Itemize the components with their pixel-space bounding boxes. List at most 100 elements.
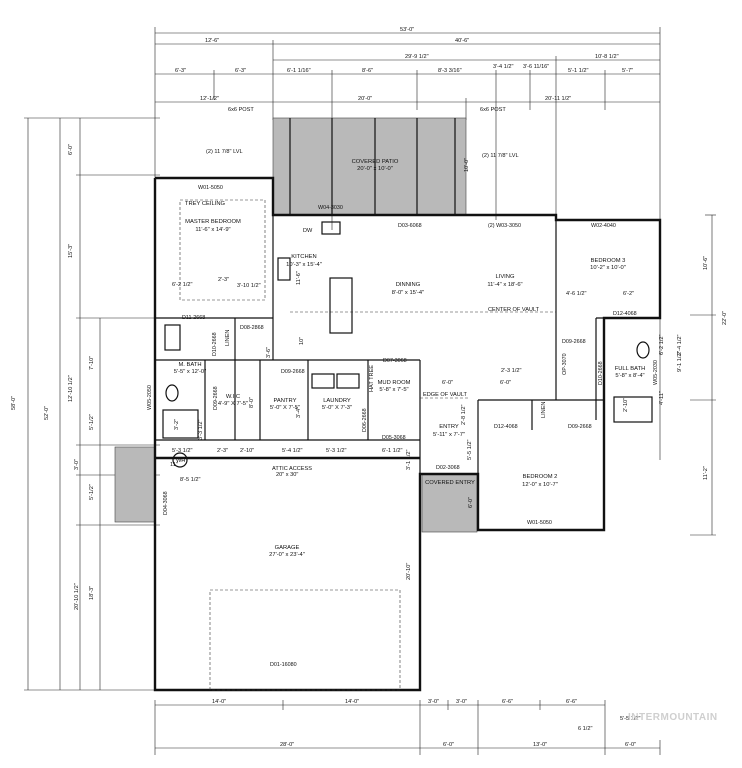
dim-inner-f: 10" — [299, 337, 305, 345]
dim-top-row2-a: 29'-9 1/2" — [405, 54, 429, 60]
dim-left-seg-5: 3'-0" — [74, 459, 80, 470]
dim-top-row3-2: 6'-1 1/16" — [287, 68, 311, 74]
dim-inner-u: 20'-10" — [406, 563, 412, 580]
dim-bottom-row1-2: 3'-0" — [428, 699, 439, 705]
dim-inner-y: 6'-0" — [468, 497, 474, 508]
dim-right-seg-1: 22'-0" — [722, 311, 728, 325]
dim-left-seg-8: 18'-3" — [89, 586, 95, 600]
right-dimensions: 10'-6" 22'-0" 9'-1 1/2" 11'-2" 2'-4 1/2"… — [578, 214, 728, 732]
label-dw: DW — [303, 228, 313, 234]
dim-inner-r: 6'-1 1/2" — [382, 448, 402, 454]
room-bedroom3-name: BEDROOM 3 — [591, 258, 626, 264]
room-mudroom-size: 5'-8" x 7'-5" — [379, 387, 408, 393]
door-d10: D10-2668 — [212, 332, 218, 356]
dim-inner-ab: 11" — [170, 462, 178, 468]
room-labels: COVERED PATIO 20'-0" x 10'-0" TREY CEILI… — [174, 159, 646, 558]
dim-top-row2-b: 10'-8 1/2" — [595, 54, 619, 60]
room-laundry-size: 5'-0" X 7'-3" — [322, 405, 352, 411]
dim-inner-a: 6'-2 1/2" — [172, 282, 192, 288]
room-covered-entry-name: COVERED ENTRY — [425, 480, 475, 486]
door-w01-master: W01-5050 — [198, 185, 223, 191]
dim-top-row1-b: 40'-6" — [455, 38, 469, 44]
dim-bottom-row1-5: 6'-6" — [566, 699, 577, 705]
dim-left-overall: 58'-0" — [11, 396, 17, 410]
label-center-vault: CENTER OF VAULT — [488, 307, 540, 313]
door-w04: W04-3030 — [318, 205, 343, 211]
dim-top-row3-3: 8'-6" — [362, 68, 373, 74]
door-d06: D06-2668 — [362, 408, 368, 432]
dim-right-seg-3: 11'-2" — [703, 466, 709, 480]
dim-left-seg-2: 12'-10 1/2" — [68, 375, 74, 402]
dryer-icon — [336, 373, 360, 389]
door-w03: (2) W03-3050 — [488, 223, 521, 229]
dim-left-seg-7: 20'-10 1/2" — [74, 583, 80, 610]
dim-right-seg-0: 10'-6" — [703, 256, 709, 270]
dim-bottom-row1-1: 14'-0" — [345, 699, 359, 705]
dim-inner-w: 2'-10" — [623, 398, 629, 412]
door-w02: W02-4040 — [591, 223, 616, 229]
garage-door-swing — [209, 589, 401, 691]
dim-right-seg-2: 9'-1 1/2" — [677, 352, 683, 372]
room-covered-patio-name: COVERED PATIO — [352, 159, 399, 165]
misc-labels: CENTER OF VAULT EDGE OF VAULT ATTIC ACCE… — [176, 228, 547, 478]
door-d12-top: D12-4068 — [613, 311, 637, 317]
dim-right-seg-7: 5'-5 1/2" — [620, 716, 640, 722]
dim-left-inner: 52'-0" — [44, 406, 50, 420]
dim-inner-n: 2'-3" — [217, 448, 228, 454]
room-laundry-name: LAUNDRY — [323, 398, 351, 404]
toilet-icon — [165, 384, 179, 402]
kitchen-island — [329, 277, 353, 334]
dim-inner-j: 6'-0" — [442, 380, 453, 386]
dim-bottom-row1-4: 6'-6" — [502, 699, 513, 705]
patio-slab — [272, 117, 467, 216]
dim-right-seg-8: 6 1/2" — [578, 726, 592, 732]
room-mbath-size: 5'-5" x 12'-0" — [174, 369, 206, 375]
door-d09-right: D09-2668 — [562, 339, 586, 345]
washer-icon — [311, 373, 335, 389]
room-kitchen-name: KITCHEN — [291, 254, 316, 260]
label-post-right: 6x6 POST — [480, 107, 506, 113]
label-attic: ATTIC ACCESS — [272, 466, 312, 472]
dim-bottom-row2-3: 6'-0" — [625, 742, 636, 748]
entry-slab — [421, 473, 478, 533]
dim-bottom-row1-0: 14'-0" — [212, 699, 226, 705]
label-hat-tree: HAT TREE — [369, 365, 375, 392]
room-living-size: 11'-4" x 18'-6" — [487, 282, 522, 288]
door-d01: D01-16080 — [270, 662, 297, 668]
dim-inner-k: 6'-0" — [500, 380, 511, 386]
label-wh: WH — [176, 458, 185, 464]
label-linen: LINEN — [225, 330, 231, 346]
label-attic-size: 20" x 30" — [276, 472, 298, 478]
window-w05-left: W05-2050 — [147, 385, 153, 410]
room-pantry-size: 5'-0" X 7'-5" — [270, 405, 300, 411]
exterior-walls — [153, 176, 662, 692]
toilet-icon-2 — [636, 341, 650, 359]
dim-inner-i: 2'-3 1/2" — [501, 368, 521, 374]
patio-joists — [289, 118, 456, 215]
dim-inner-g: 4'-6 1/2" — [566, 291, 586, 297]
dim-inner-d: 11'-6" — [296, 271, 302, 285]
dim-inner-p: 5'-4 1/2" — [282, 448, 302, 454]
door-d09-pantry: D09-2668 — [281, 369, 305, 375]
dim-top-row3-1: 6'-3" — [235, 68, 246, 74]
room-pantry-name: PANTRY — [274, 398, 297, 404]
watermark-text: INTERMOUNTAIN — [628, 712, 718, 723]
bathtub-icon — [162, 409, 199, 439]
left-dimensions: 58'-0" 52'-0" 6'-0" 15'-3" 12'-10 1/2" 7… — [11, 117, 160, 691]
room-covered-patio-size: 20'-0" x 10'-0" — [357, 166, 393, 172]
window-w01-bed2: W01-5050 — [527, 520, 552, 526]
dim-inner-x: 3'-2" — [174, 419, 180, 430]
dim-inner-c: 3'-10 1/2" — [237, 283, 261, 289]
door-labels: W01-5050 W04-3030 D03-6068 (2) W03-3050 … — [147, 185, 659, 668]
door-d09-wic: D09-2668 — [213, 386, 219, 410]
dim-right-seg-4: 2'-4 1/2" — [677, 335, 683, 355]
window-w05-right: W05-2030 — [653, 360, 659, 385]
dim-top-row3-8: 5'-7" — [622, 68, 633, 74]
room-mbath-name: M. BATH — [178, 362, 201, 368]
dim-top-row3-4: 8'-3 3/16" — [438, 68, 462, 74]
room-garage-size: 27'-0" x 23'-4" — [269, 552, 305, 558]
bathtub-icon-2 — [613, 396, 653, 423]
room-bedroom3-size: 10'-2" x 10'-0" — [590, 265, 626, 271]
door-op: OP-3070 — [562, 353, 568, 375]
room-living-name: LIVING — [495, 274, 514, 280]
